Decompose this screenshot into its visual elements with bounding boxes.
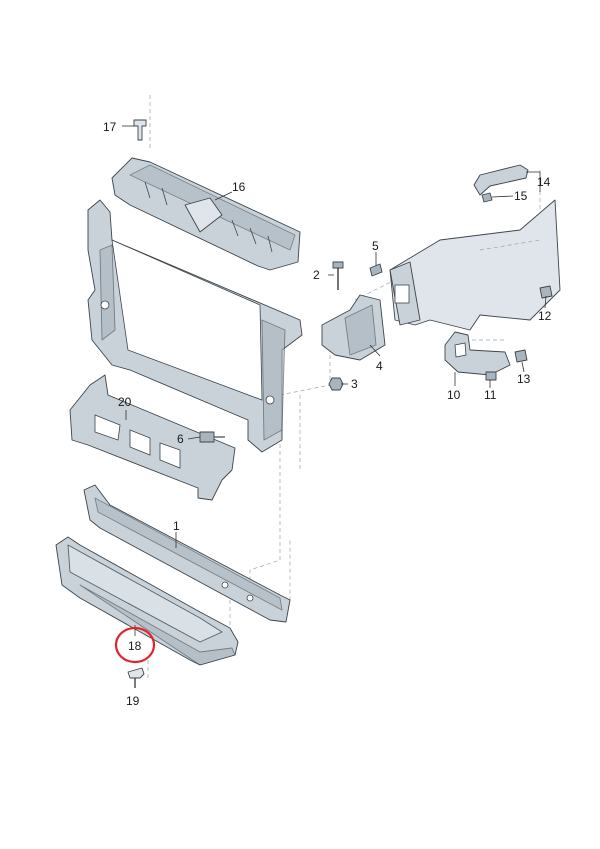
part-6-screw[interactable]	[199, 431, 225, 443]
part-13-clip[interactable]	[514, 349, 528, 363]
callout-labels: 17 16 2 5 4 3 20 6 1 18 19 10 11 13 12 1…	[103, 120, 552, 708]
front-carrier-frame[interactable]	[87, 199, 303, 453]
part-14-trim-strip[interactable]	[473, 164, 529, 196]
callout-5: 5	[372, 239, 379, 253]
callout-11: 11	[484, 388, 497, 402]
callout-14: 14	[537, 175, 551, 189]
callout-2: 2	[313, 268, 320, 282]
part-10-bracket[interactable]	[444, 331, 511, 376]
highlight-ring-18	[114, 626, 156, 664]
part-19-clip[interactable]	[127, 667, 145, 688]
callout-15: 15	[514, 189, 528, 203]
callout-4: 4	[376, 359, 383, 373]
part-17-clip[interactable]	[133, 119, 147, 141]
callout-20: 20	[118, 395, 132, 409]
callout-10: 10	[447, 388, 461, 402]
part-11-screw[interactable]	[485, 371, 497, 381]
longitudinal-member[interactable]	[389, 199, 561, 331]
part-5-screw[interactable]	[369, 263, 383, 277]
callout-12: 12	[538, 309, 552, 323]
callout-6: 6	[177, 432, 184, 446]
callout-13: 13	[517, 372, 531, 386]
part-20-lower-carrier[interactable]	[69, 374, 236, 501]
part-16-upper-cover[interactable]	[111, 157, 301, 271]
part-4-crash-box[interactable]	[321, 294, 386, 361]
part-15-clip[interactable]	[481, 192, 493, 203]
part-12-clip[interactable]	[539, 285, 553, 299]
part-1-impact-beam[interactable]	[83, 484, 291, 623]
callout-17: 17	[103, 120, 117, 134]
callout-16: 16	[232, 180, 246, 194]
part-2-bolt[interactable]	[332, 261, 344, 290]
callout-3: 3	[351, 377, 358, 391]
callout-19: 19	[126, 694, 140, 708]
callout-1: 1	[173, 519, 180, 533]
part-18-energy-absorber[interactable]	[55, 536, 239, 666]
part-3-nut[interactable]	[328, 377, 344, 391]
callout-18: 18	[128, 639, 142, 653]
leader-lines	[122, 125, 547, 636]
